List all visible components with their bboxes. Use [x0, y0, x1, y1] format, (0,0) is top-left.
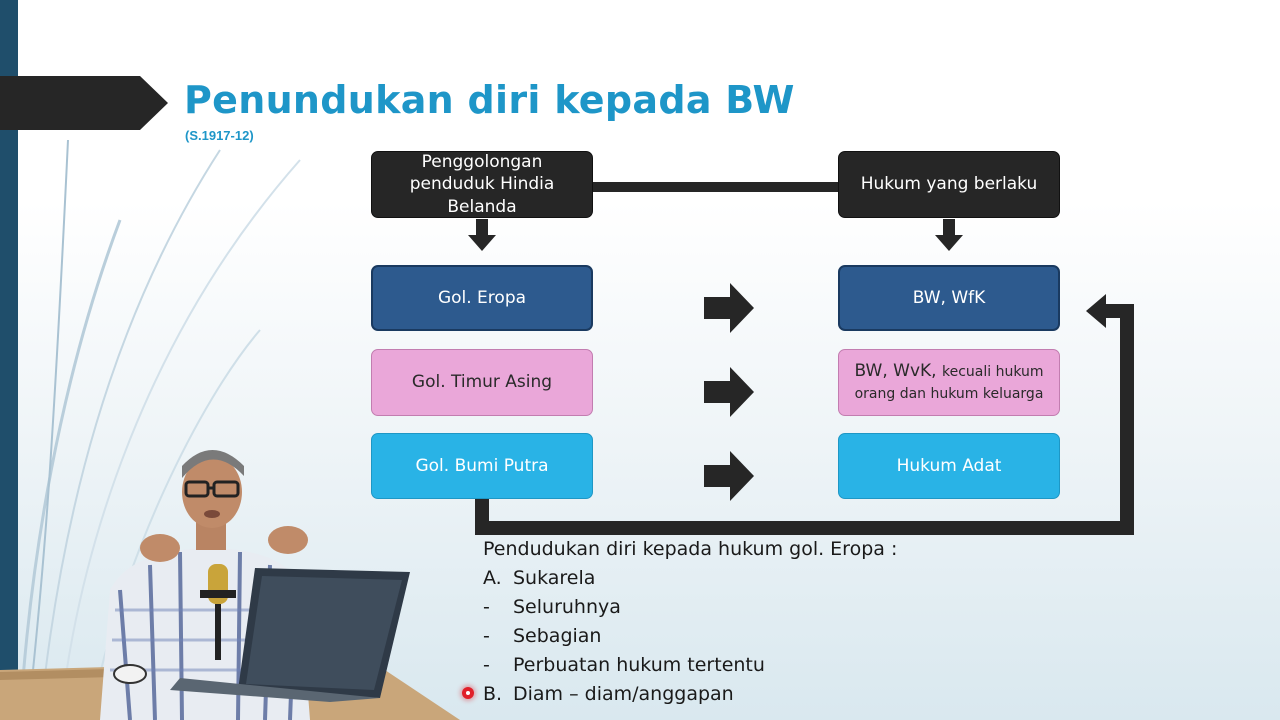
- right-arrow-icon: [704, 283, 754, 333]
- group-label: Gol. Bumi Putra: [415, 455, 549, 476]
- return-arrow-icon: [475, 294, 1134, 535]
- question-text: Pendudukan diri kepada hukum gol. Eropa …: [483, 538, 898, 560]
- group-box-eropa: Gol. Eropa: [371, 265, 593, 331]
- down-arrow-icon: [935, 219, 963, 251]
- right-arrow-icon: [704, 367, 754, 417]
- law-main-text: BW, WvK,: [854, 361, 937, 382]
- option-marker: B.: [483, 683, 503, 705]
- laser-pointer-icon: [462, 687, 474, 699]
- right-header-label: Hukum yang berlaku: [860, 174, 1038, 195]
- left-header-label: Penggolongan penduduk Hindia Belanda: [409, 152, 555, 217]
- law-label: BW, WvK, kecuali hukum orang dan hukum k…: [847, 361, 1051, 404]
- option-marker: A.: [483, 567, 502, 589]
- presenter-video-inset: [0, 450, 460, 720]
- option-item: A. Sukarela: [483, 567, 595, 589]
- law-box-bumi-putra: Hukum Adat: [838, 433, 1060, 499]
- option-item: - Perbuatan hukum tertentu: [483, 654, 765, 676]
- group-label: Gol. Timur Asing: [411, 372, 553, 393]
- option-text: Diam – diam/anggapan: [513, 683, 734, 705]
- right-arrow-icon: [704, 451, 754, 501]
- law-box-timur-asing: BW, WvK, kecuali hukum orang dan hukum k…: [838, 349, 1060, 416]
- law-box-eropa: BW, WfK: [838, 265, 1060, 331]
- slide-sidebar-bar: [0, 0, 18, 720]
- left-header-box: Penggolongan penduduk Hindia Belanda: [371, 151, 593, 218]
- option-text: Perbuatan hukum tertentu: [513, 654, 765, 676]
- group-label: Gol. Eropa: [437, 287, 527, 308]
- option-item: - Seluruhnya: [483, 596, 621, 618]
- option-text: Sebagian: [513, 625, 602, 647]
- option-marker: -: [483, 596, 490, 618]
- slide-subtitle: (S.1917-12): [185, 128, 254, 143]
- option-item: - Sebagian: [483, 625, 601, 647]
- right-header-box: Hukum yang berlaku: [838, 151, 1060, 218]
- law-label: Hukum Adat: [896, 455, 1002, 476]
- down-arrow-icon: [468, 219, 496, 251]
- option-item: B. Diam – diam/anggapan: [483, 683, 734, 705]
- group-box-timur-asing: Gol. Timur Asing: [371, 349, 593, 416]
- option-text: Seluruhnya: [513, 596, 621, 618]
- title-arrow-shape: [0, 76, 168, 130]
- option-marker: -: [483, 654, 490, 676]
- header-connector-line: [593, 182, 838, 192]
- option-marker: -: [483, 625, 490, 647]
- law-label: BW, WfK: [912, 287, 986, 308]
- group-box-bumi-putra: Gol. Bumi Putra: [371, 433, 593, 499]
- option-text: Sukarela: [513, 567, 596, 589]
- slide-title: Penundukan diri kepada BW: [184, 78, 795, 122]
- law-exception-note: kecuali hukum orang dan hukum keluarga: [854, 364, 1044, 402]
